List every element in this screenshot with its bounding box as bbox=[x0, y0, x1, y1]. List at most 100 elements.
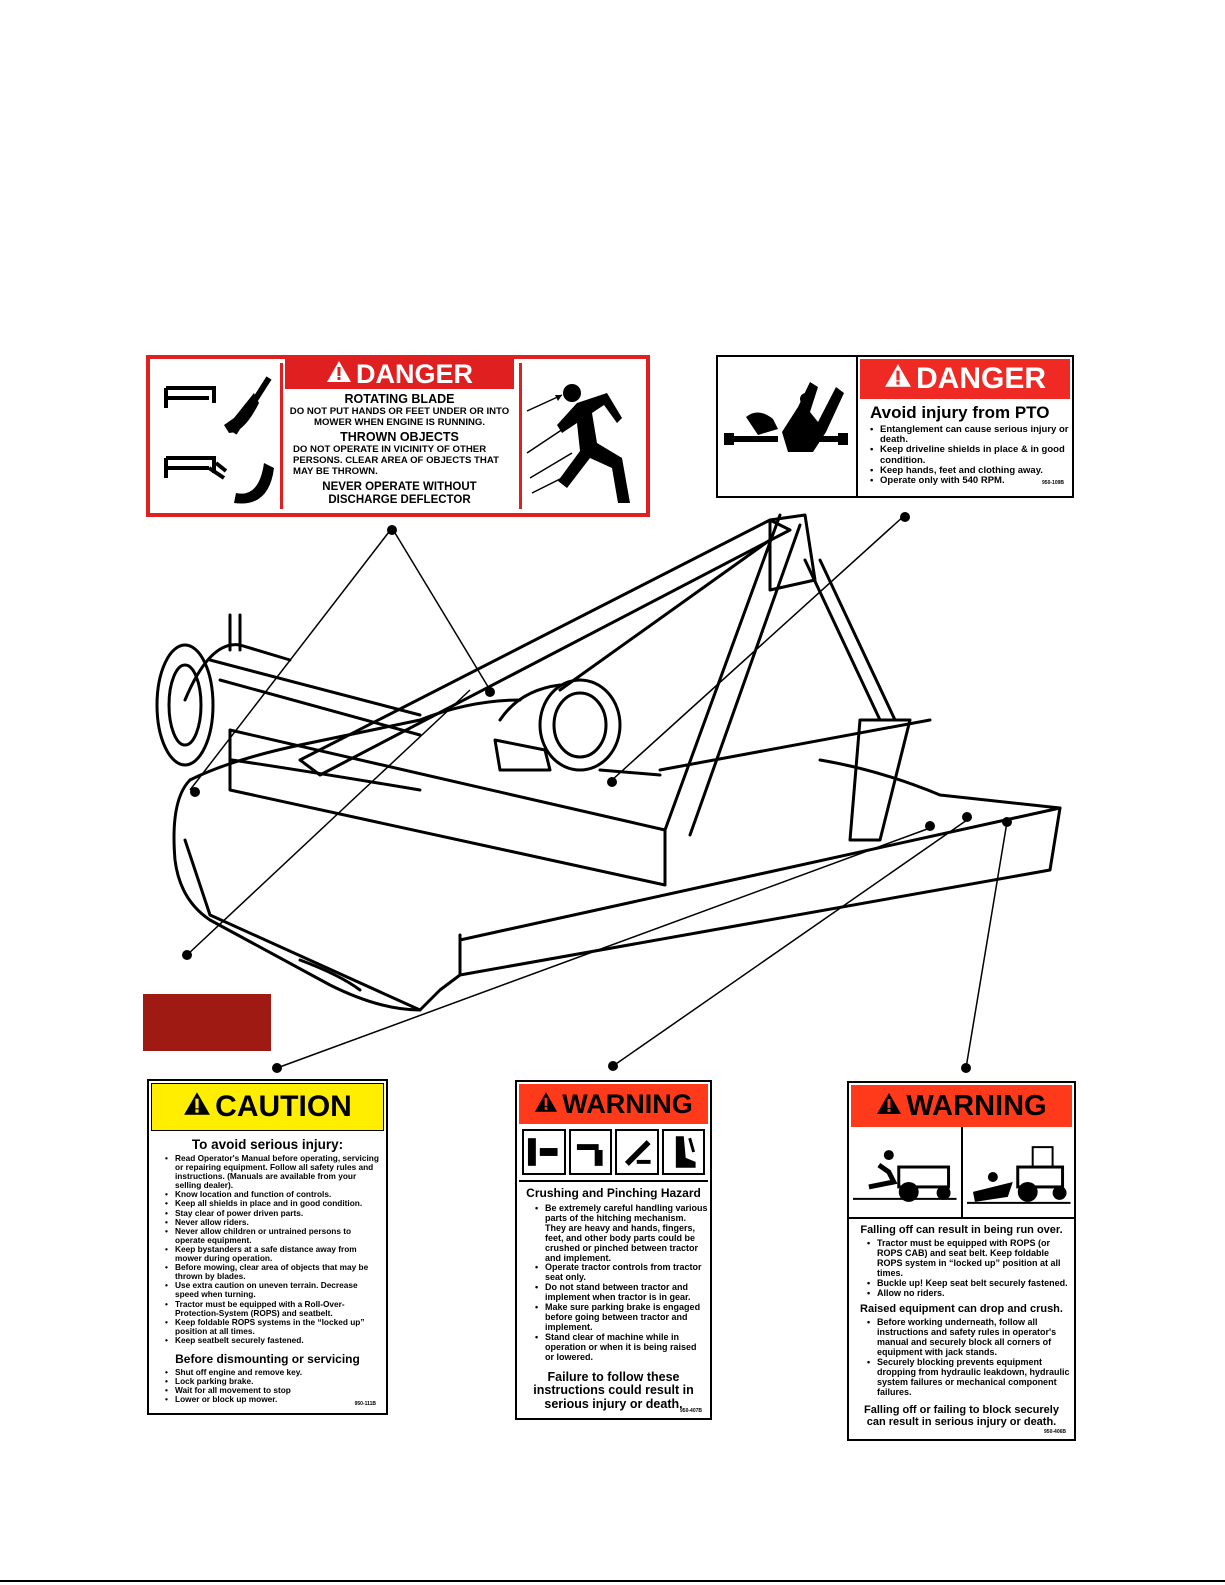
list-item: Keep seatbelt securely fastened. bbox=[165, 1335, 380, 1345]
thrown-objects-heading: THROWN OBJECTS bbox=[340, 430, 459, 444]
tractor-runover-icon bbox=[849, 1127, 963, 1217]
list-item: Know location and function of controls. bbox=[165, 1190, 380, 1200]
list-item: Tractor must be equipped with a Roll-Ove… bbox=[165, 1299, 380, 1318]
crush-hand-icon bbox=[522, 1129, 566, 1175]
caution-list-2: Shut off engine and remove key. Lock par… bbox=[161, 1367, 384, 1405]
crush-foot-icon bbox=[568, 1129, 612, 1175]
rops-title-2: Raised equipment can drop and crush. bbox=[860, 1303, 1063, 1316]
caution-decal: CAUTION To avoid serious injury: Read Op… bbox=[147, 1079, 388, 1415]
list-item: Securely blocking prevents equipment dro… bbox=[867, 1357, 1072, 1398]
warning-triangle-icon bbox=[876, 1090, 902, 1123]
rops-list-1: Tractor must be equipped with ROPS (or R… bbox=[863, 1238, 1072, 1299]
blade-pictogram bbox=[154, 363, 283, 509]
list-item: Before working underneath, follow all in… bbox=[867, 1318, 1072, 1358]
danger-rotating-blade-decal: DANGER ROTATING BLADE DO NOT PUT HANDS O… bbox=[146, 355, 650, 517]
list-item: Be extremely careful handling various pa… bbox=[535, 1203, 708, 1263]
list-item: Lock parking brake. bbox=[165, 1376, 384, 1386]
list-item: Wait for all movement to stop bbox=[165, 1386, 384, 1396]
callout-dot bbox=[962, 812, 972, 822]
pinch-footer: Failure to follow these instructions cou… bbox=[533, 1369, 694, 1411]
rops-title-1: Falling off can result in being run over… bbox=[860, 1224, 1063, 1236]
danger-blade-center: DANGER ROTATING BLADE DO NOT PUT HANDS O… bbox=[283, 359, 516, 513]
list-item: Allow no riders. bbox=[867, 1288, 1072, 1299]
list-item: Shut off engine and remove key. bbox=[165, 1367, 384, 1377]
callout-dot bbox=[607, 777, 617, 787]
rops-footer: Falling off or failing to block securely… bbox=[864, 1403, 1059, 1428]
thrown-objects-pictogram bbox=[519, 363, 649, 509]
warning-triangle-icon bbox=[326, 359, 352, 390]
rops-pictograms bbox=[849, 1127, 1074, 1219]
warning-rops-header-text: WARNING bbox=[906, 1089, 1047, 1122]
rotating-blade-heading: ROTATING BLADE bbox=[344, 392, 455, 406]
warning-rops-decal: WARNING Falling off can result in being … bbox=[847, 1081, 1076, 1441]
callout-dot bbox=[925, 821, 935, 831]
warning-pinch-header: WARNING bbox=[519, 1084, 708, 1124]
callout-dot bbox=[961, 1063, 971, 1073]
list-item: Entanglement can cause serious injury or… bbox=[870, 424, 1072, 445]
caution-header: CAUTION bbox=[151, 1083, 384, 1131]
callout-dot bbox=[900, 512, 910, 522]
warning-pinch-decal: WARNING Crushing and Pinching Hazard Be … bbox=[515, 1080, 712, 1420]
rops-list-2: Before working underneath, follow all in… bbox=[863, 1318, 1072, 1397]
pto-pictogram bbox=[718, 357, 858, 496]
caution-list: Read Operator's Manual before operating,… bbox=[161, 1153, 380, 1345]
warning-rops-header: WARNING bbox=[851, 1085, 1072, 1127]
list-item: Lower or block up mower. bbox=[165, 1395, 384, 1405]
list-item: Do not stand between tractor and impleme… bbox=[535, 1282, 708, 1303]
list-item: Tractor must be equipped with ROPS (or R… bbox=[867, 1238, 1072, 1279]
list-item: Keep driveline shields in place & in goo… bbox=[870, 445, 1072, 466]
warning-triangle-icon bbox=[884, 362, 912, 396]
decal-code: 950-406B bbox=[1044, 1429, 1066, 1435]
pinch-hand-icon bbox=[615, 1129, 659, 1175]
caution-subtitle: Before dismounting or servicing bbox=[175, 1351, 360, 1366]
list-item: Stay clear of power driven parts. bbox=[165, 1208, 380, 1218]
list-item: Keep all shields in place and in good co… bbox=[165, 1199, 380, 1209]
decal-code: 950-111B bbox=[354, 1401, 376, 1407]
list-item: Make sure parking brake is engaged befor… bbox=[535, 1302, 708, 1333]
pinch-title: Crushing and Pinching Hazard bbox=[519, 1180, 708, 1200]
list-item: Read Operator's Manual before operating,… bbox=[165, 1153, 380, 1190]
bottom-divider bbox=[0, 1580, 1225, 1582]
callout-dot bbox=[1002, 817, 1012, 827]
decal-code: 950-407B bbox=[680, 1408, 702, 1414]
pinch-pictograms bbox=[522, 1129, 705, 1175]
danger-pto-decal: DANGER Avoid injury from PTO Entanglemen… bbox=[716, 355, 1074, 498]
warning-triangle-icon bbox=[534, 1089, 558, 1120]
list-item: Buckle up! Keep seat belt securely faste… bbox=[867, 1278, 1072, 1289]
list-item: Keep bystanders at a safe distance away … bbox=[165, 1244, 380, 1263]
list-item: Use extra caution on uneven terrain. Dec… bbox=[165, 1281, 380, 1299]
danger-header-text: DANGER bbox=[355, 358, 473, 389]
pto-list: Entanglement can cause serious injury or… bbox=[866, 424, 1072, 486]
decal-code: 950-109B bbox=[1042, 480, 1064, 486]
raised-equipment-icon bbox=[963, 1127, 1075, 1217]
pinch-list: Be extremely careful handling various pa… bbox=[531, 1203, 708, 1363]
list-item: Never allow riders. bbox=[165, 1217, 380, 1227]
callout-dot bbox=[190, 787, 200, 797]
callout-dot bbox=[485, 687, 495, 697]
list-item: Operate tractor controls from tractor se… bbox=[535, 1263, 708, 1283]
callout-dot bbox=[272, 1063, 282, 1073]
rotating-blade-text: DO NOT PUT HANDS OR FEET UNDER OR INTO M… bbox=[289, 406, 510, 428]
caution-title: To avoid serious injury: bbox=[191, 1137, 344, 1152]
callout-dot bbox=[608, 1061, 618, 1071]
pinch-foot-icon bbox=[661, 1129, 705, 1175]
callout-dot bbox=[387, 525, 397, 535]
caution-header-text: CAUTION bbox=[215, 1090, 352, 1123]
list-item: Before mowing, clear area of objects tha… bbox=[165, 1263, 380, 1281]
list-item: Operate only with 540 RPM. bbox=[870, 475, 1072, 486]
discharge-deflector-text: NEVER OPERATE WITHOUT DISCHARGE DEFLECTO… bbox=[322, 481, 477, 506]
pto-title: Avoid injury from PTO bbox=[870, 403, 1050, 422]
callout-dot bbox=[182, 950, 192, 960]
list-item: Never allow children or untrained person… bbox=[165, 1226, 380, 1245]
color-swatch bbox=[143, 994, 271, 1051]
warning-pinch-header-text: WARNING bbox=[562, 1088, 693, 1119]
list-item: Keep hands, feet and clothing away. bbox=[870, 465, 1072, 476]
list-item: Stand clear of machine while in operatio… bbox=[535, 1332, 708, 1363]
danger-header: DANGER bbox=[285, 359, 514, 389]
warning-triangle-icon bbox=[183, 1090, 211, 1124]
danger-pto-header: DANGER bbox=[860, 359, 1070, 399]
list-item: Keep foldable ROPS systems in the “locke… bbox=[165, 1317, 380, 1336]
thrown-objects-text: DO NOT OPERATE IN VICINITY OF OTHER PERS… bbox=[293, 444, 499, 477]
